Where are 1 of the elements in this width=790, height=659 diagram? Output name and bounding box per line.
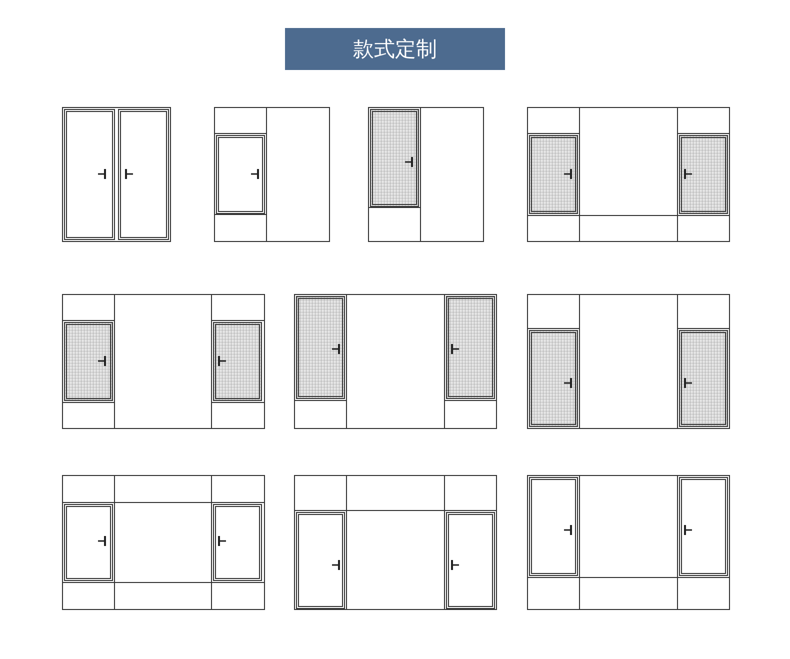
page-title: 款式定制 bbox=[285, 28, 505, 70]
